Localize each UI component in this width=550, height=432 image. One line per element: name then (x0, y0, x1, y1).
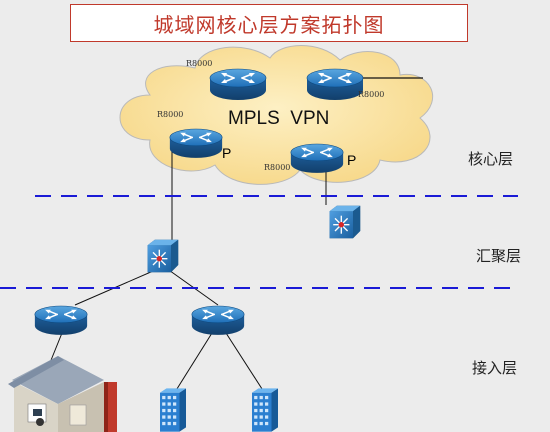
router-p-right-icon (290, 143, 344, 173)
access-router-right-icon (191, 305, 245, 335)
building-2-icon (252, 388, 278, 432)
layer-label-core: 核心层 (468, 150, 513, 168)
layer-label-access: 接入层 (472, 359, 517, 377)
p-left-label: P (222, 145, 231, 161)
router-p-left-icon (169, 128, 223, 158)
router-bottom-label: R8000 (264, 163, 290, 172)
router-top-right-label: R8000 (358, 90, 384, 99)
link-agg-to-access-left (74, 267, 161, 306)
link-agg-to-access-right (165, 267, 219, 306)
house-icon (8, 356, 117, 432)
router-top-label: R8000 (186, 59, 212, 68)
router-top-icon (209, 68, 267, 100)
router-top-right-icon (306, 68, 364, 100)
p-right-label: P (347, 152, 356, 168)
building-1-icon (160, 388, 186, 432)
link-access-right-to-building-2 (225, 332, 265, 393)
router-left-label: R8000 (157, 110, 183, 119)
access-router-left-icon (34, 305, 88, 335)
link-access-right-to-building-1 (174, 332, 213, 393)
title-box: 城域网核心层方案拓扑图 (70, 4, 468, 42)
cloud-label: MPLS VPN (228, 108, 329, 129)
diagram-title: 城域网核心层方案拓扑图 (153, 12, 385, 37)
layer-label-aggregation: 汇聚层 (476, 247, 521, 265)
aggregation-switch-icon (146, 239, 179, 273)
core-switch-icon (328, 205, 361, 239)
